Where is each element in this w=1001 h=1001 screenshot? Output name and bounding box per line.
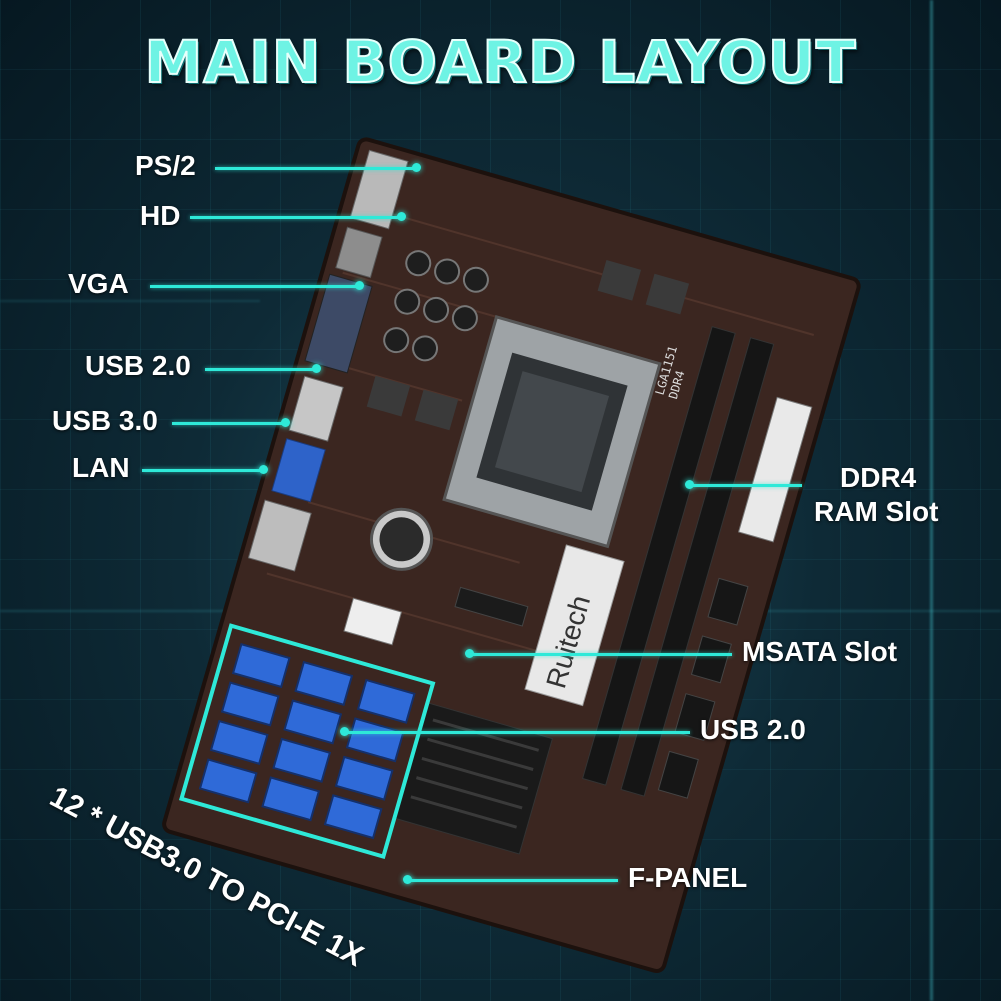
pointer-line-lan <box>142 469 262 472</box>
pointer-dot-ddr4 <box>685 480 694 489</box>
pointer-dot-usb30 <box>281 418 290 427</box>
label-vga: VGA <box>68 268 129 299</box>
pointer-line-fpanel <box>408 879 618 882</box>
pointer-line-hd <box>190 216 400 219</box>
label-ddr4-line2: RAM Slot <box>814 496 939 527</box>
label-fpanel: F-PANEL <box>628 862 748 893</box>
label-ddr4-line1: DDR4 <box>840 462 917 493</box>
page-title: MAIN BOARD LAYOUT <box>144 27 857 97</box>
label-hd: HD <box>140 200 181 231</box>
pointer-line-msata <box>470 653 732 656</box>
pointer-line-ddr4 <box>690 484 802 487</box>
background-light-beam <box>930 0 933 1001</box>
pointer-line-ps2 <box>215 167 415 170</box>
label-usb20-right: USB 2.0 <box>700 714 806 745</box>
pointer-dot-ps2 <box>412 163 421 172</box>
pointer-line-usb20-left <box>205 368 315 371</box>
pointer-dot-msata <box>465 649 474 658</box>
pointer-dot-usb20-right <box>340 727 349 736</box>
pointer-dot-usb20-left <box>312 364 321 373</box>
pointer-dot-vga <box>355 281 364 290</box>
pointer-line-vga <box>150 285 360 288</box>
pointer-dot-lan <box>259 465 268 474</box>
pointer-dot-hd <box>397 212 406 221</box>
background-light-beam <box>0 300 260 302</box>
label-usb20-left: USB 2.0 <box>85 350 191 381</box>
pointer-line-usb20-right <box>345 731 690 734</box>
pointer-line-usb30 <box>172 422 284 425</box>
label-ps2: PS/2 <box>135 150 196 181</box>
label-usb30: USB 3.0 <box>52 405 158 436</box>
label-lan: LAN <box>72 452 130 483</box>
pointer-dot-fpanel <box>403 875 412 884</box>
background-light-beam <box>0 610 1001 612</box>
label-msata: MSATA Slot <box>742 636 898 667</box>
